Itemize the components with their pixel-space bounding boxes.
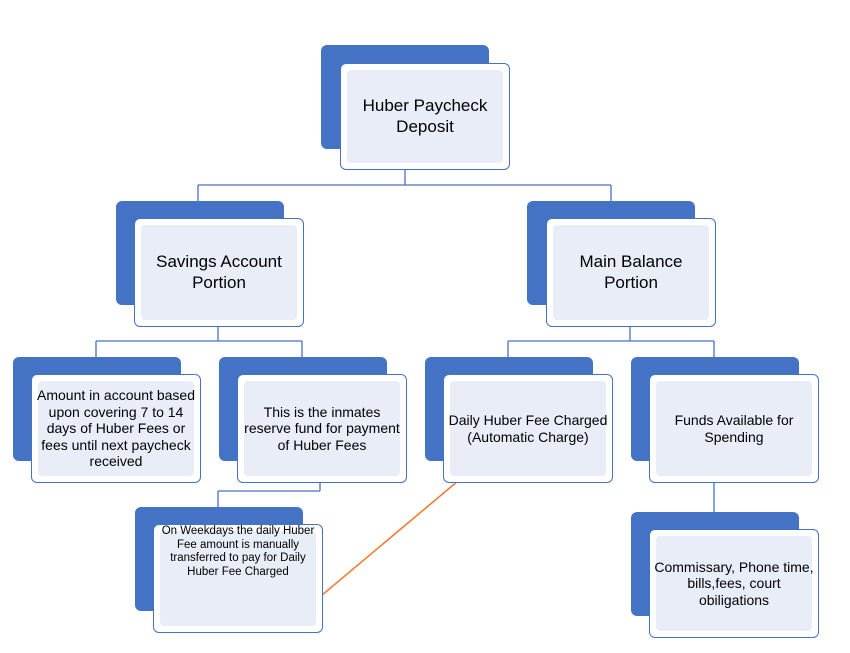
node-label: Funds Available for Spending (674, 411, 794, 445)
connector-main-children (507, 325, 715, 375)
node-label: Commissary, Phone time, bills,fees, cour… (654, 558, 814, 608)
node-label: Savings Account Portion (156, 252, 282, 292)
node-label: Daily Huber Fee Charged (Automatic Charg… (448, 411, 608, 445)
node-commissary: Commissary, Phone time, bills,fees, cour… (631, 512, 819, 638)
node-amount-in-account: Amount in account based upon covering 7 … (13, 357, 201, 483)
node-savings-account-portion: Savings Account Portion (116, 201, 304, 327)
node-label: Main Balance Portion (579, 252, 683, 292)
node-label: Huber Paycheck Deposit (362, 96, 488, 136)
node-huber-paycheck-deposit: Huber Paycheck Deposit (321, 45, 510, 170)
orange-arrow (308, 457, 486, 607)
node-label: On Weekdays the daily Huber Fee amount i… (161, 525, 315, 578)
node-weekdays-transfer: On Weekdays the daily Huber Fee amount i… (135, 507, 324, 633)
node-label: Amount in account based upon covering 7 … (37, 387, 195, 470)
node-main-balance-portion: Main Balance Portion (527, 201, 716, 327)
connector-savings-children (95, 325, 303, 375)
node-reserve-fund: This is the inmates reserve fund for pay… (219, 357, 407, 483)
node-funds-available: Funds Available for Spending (631, 357, 819, 483)
node-daily-huber-fee: Daily Huber Fee Charged (Automatic Charg… (425, 357, 613, 483)
node-label: This is the inmates reserve fund for pay… (244, 403, 400, 453)
connector-root-savings-main (197, 168, 612, 218)
